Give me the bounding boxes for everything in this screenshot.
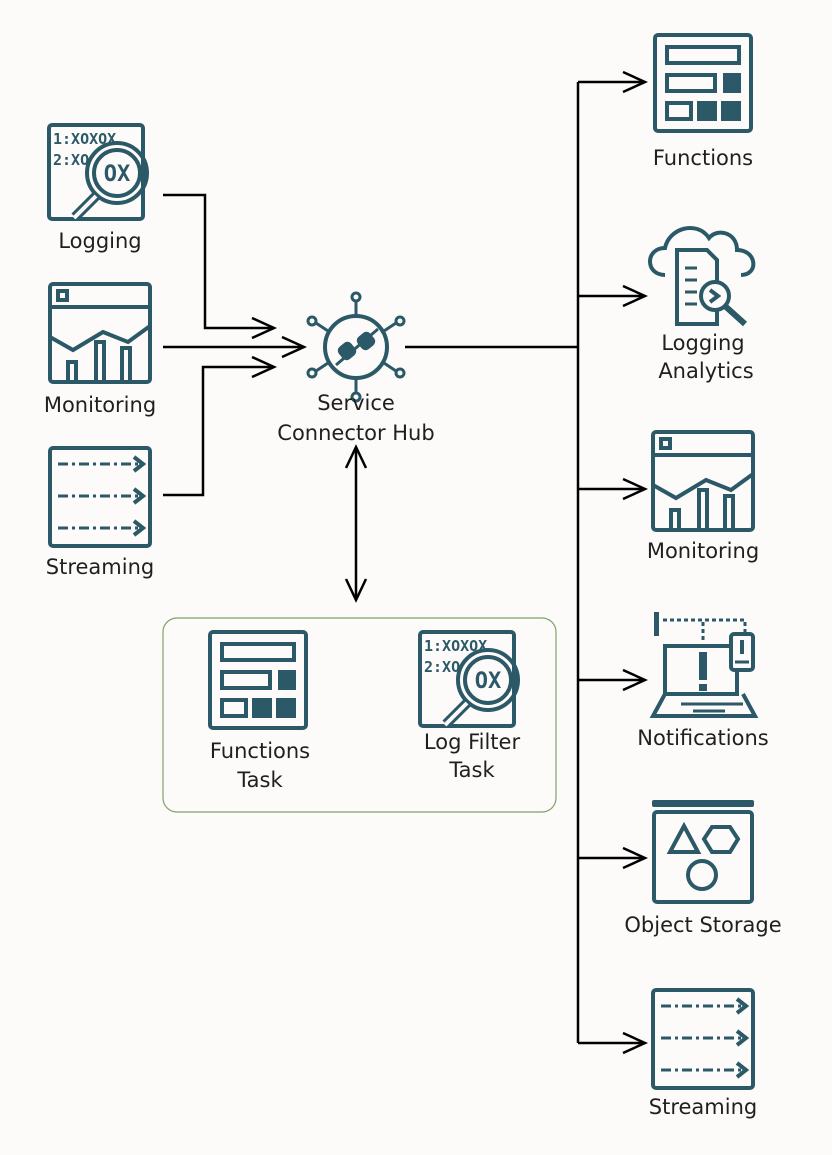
arrowhead	[251, 316, 278, 340]
hub-task-connector	[344, 444, 368, 603]
source-monitoring-label: Monitoring	[44, 393, 156, 417]
target-connectors	[405, 70, 649, 1055]
cloud-document-search-icon	[650, 228, 753, 324]
source-streaming-label: Streaming	[46, 555, 154, 579]
hub-label-line2: Connector Hub	[277, 421, 434, 445]
log-line-1-text: 1:XOXOX	[53, 130, 116, 148]
arrowhead	[622, 477, 649, 501]
target-object-storage-label: Object Storage	[624, 913, 781, 937]
arrowhead	[622, 284, 649, 308]
task-functions-label-line1: Functions	[210, 739, 310, 763]
connector-streaming	[163, 365, 274, 497]
log-line-2-text: 2:XO	[53, 151, 89, 169]
task-functions[interactable]: Functions Task	[208, 630, 310, 792]
source-connectors	[163, 193, 308, 497]
streaming-icon	[48, 446, 152, 548]
arrowhead	[281, 335, 308, 359]
source-monitoring[interactable]: Monitoring	[44, 282, 156, 417]
arrowhead	[622, 70, 649, 94]
object-storage-icon	[650, 798, 756, 904]
laptop-alert-icon	[651, 610, 757, 718]
target-monitoring-label: Monitoring	[647, 539, 759, 563]
lens-text: OX	[104, 162, 131, 187]
service-connector-hub[interactable]: Service Connector Hub	[277, 291, 435, 445]
arrowhead	[251, 355, 278, 379]
monitoring-icon	[48, 282, 152, 384]
source-streaming[interactable]: Streaming	[46, 446, 154, 579]
plug-connector-icon	[306, 291, 406, 403]
logging-icon: 1:XOXOX 2:XO OX	[47, 123, 149, 221]
target-notifications-label: Notifications	[637, 726, 768, 750]
arrowhead	[622, 668, 649, 692]
tasks-container	[162, 617, 557, 813]
functions-icon	[653, 33, 753, 133]
monitoring-icon	[651, 430, 755, 532]
arrowhead	[622, 846, 649, 870]
target-streaming-label: Streaming	[649, 1095, 757, 1119]
log-line-2-text: 2:XO	[424, 658, 460, 676]
target-logging-analytics[interactable]: Logging Analytics	[650, 228, 754, 383]
hub-label-line1: Service	[317, 391, 395, 415]
functions-icon	[208, 630, 308, 730]
target-object-storage[interactable]: Object Storage	[624, 798, 782, 937]
logging-icon: 1:XOXOX 2:XO OX	[418, 630, 520, 728]
connector-logging	[163, 193, 274, 330]
target-functions-label: Functions	[653, 146, 753, 170]
task-log-filter-label-line1: Log Filter	[424, 730, 521, 754]
lens-text: OX	[475, 669, 502, 694]
target-logging-analytics-label-line1: Logging	[661, 331, 744, 355]
task-functions-label-line2: Task	[236, 768, 283, 792]
task-log-filter-label-line2: Task	[448, 758, 495, 782]
target-streaming[interactable]: Streaming	[649, 988, 757, 1119]
log-line-1-text: 1:XOXOX	[424, 637, 487, 655]
arrowhead	[622, 1031, 649, 1055]
tasks-group: Functions Task 1:XOXOX 2:XO OX Log Filte…	[162, 617, 557, 813]
target-functions[interactable]: Functions	[653, 33, 753, 170]
target-monitoring[interactable]: Monitoring	[647, 430, 759, 563]
target-logging-analytics-label-line2: Analytics	[658, 359, 753, 383]
source-logging[interactable]: 1:XOXOX 2:XO OX Logging	[47, 123, 149, 253]
source-logging-label: Logging	[58, 229, 141, 253]
streaming-icon	[651, 988, 755, 1090]
target-notifications[interactable]: Notifications	[637, 610, 769, 750]
task-log-filter[interactable]: 1:XOXOX 2:XO OX Log Filter Task	[418, 630, 521, 782]
